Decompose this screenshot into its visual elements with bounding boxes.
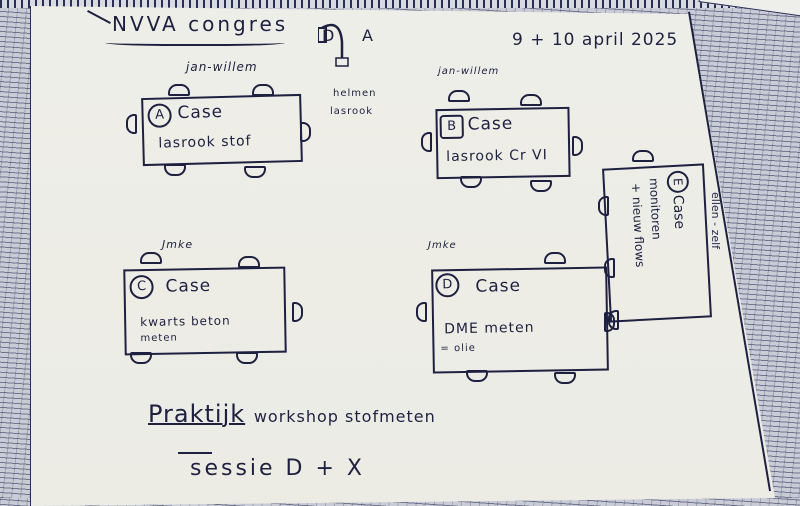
chair-icon xyxy=(544,252,566,264)
case-description-sub: = olie xyxy=(440,342,476,355)
case-label: Case xyxy=(467,113,514,135)
chair-icon xyxy=(448,90,470,102)
chair-icon xyxy=(520,94,542,106)
event-date: 9 + 10 april 2025 xyxy=(512,30,679,50)
table-letter-c: C xyxy=(129,274,154,300)
chair-icon xyxy=(164,164,186,176)
sketch-caption-1: helmen xyxy=(333,88,377,99)
host-label-c: Jmke xyxy=(162,238,194,251)
host-label-e: ellen - zelf xyxy=(709,192,722,250)
table-letter-a: A xyxy=(147,103,172,128)
chair-icon xyxy=(292,302,303,322)
chair-icon xyxy=(126,114,137,134)
case-description: lasrook stof xyxy=(158,133,252,152)
case-label: Case xyxy=(165,275,212,297)
chair-icon xyxy=(604,258,615,278)
chair-icon xyxy=(140,252,162,264)
title-underline xyxy=(105,38,285,46)
case-description: lasrook Cr VI xyxy=(446,147,548,165)
table-letter-b: B xyxy=(439,114,464,140)
chair-icon xyxy=(236,352,258,364)
host-label-b: jan-willem xyxy=(438,66,500,77)
sketch-caption-2: lasrook xyxy=(330,106,374,117)
chair-icon xyxy=(421,132,432,152)
chair-icon xyxy=(572,136,583,156)
case-label: Case xyxy=(669,194,688,230)
page-title: NVVA congres xyxy=(112,12,289,36)
chair-icon xyxy=(608,310,619,330)
chair-icon xyxy=(632,150,654,162)
table-d: D Case DME meten = olie xyxy=(431,266,609,374)
host-label-a: jan-willem xyxy=(186,60,258,74)
chair-icon xyxy=(300,122,311,142)
chair-icon xyxy=(238,256,260,268)
case-description-sub: meten xyxy=(140,332,178,345)
case-description: DME meten xyxy=(444,319,535,338)
chair-icon xyxy=(460,176,482,188)
table-b: B Case lasrook Cr VI xyxy=(435,106,571,180)
chair-icon xyxy=(244,166,266,178)
background-corner-paper xyxy=(698,0,800,22)
case-description-sub: + nieuw flows xyxy=(628,182,648,268)
microphone-sketch-icon xyxy=(317,22,354,72)
sketch-label-a: A xyxy=(362,26,374,45)
chair-icon xyxy=(416,302,427,322)
chair-icon xyxy=(530,180,552,192)
table-e: E Case monitoren + nieuw flows xyxy=(602,163,712,323)
chair-icon xyxy=(130,352,152,364)
background-top-strip xyxy=(0,0,800,8)
sketch-label-d: D xyxy=(322,26,336,45)
table-letter-e: E xyxy=(666,170,690,194)
case-description: monitoren xyxy=(646,177,664,241)
session-label: sessie D + X xyxy=(190,456,365,481)
case-label: Case xyxy=(475,275,522,297)
workshop-title-rest: workshop stofmeten xyxy=(253,407,436,426)
table-c: C Case kwarts beton meten xyxy=(123,266,287,356)
footer-underline xyxy=(178,452,212,454)
workshop-title: Praktijk workshop stofmeten xyxy=(148,400,436,428)
chair-icon xyxy=(598,196,609,216)
workshop-title-word: Praktijk xyxy=(148,400,246,428)
table-a: A Case lasrook stof xyxy=(141,93,303,167)
table-letter-d: D xyxy=(435,273,460,298)
chair-icon xyxy=(252,84,274,96)
chair-icon xyxy=(168,84,190,96)
case-label: Case xyxy=(177,101,224,124)
chair-icon xyxy=(554,372,576,384)
chair-icon xyxy=(466,370,488,382)
host-label-d: Jmke xyxy=(428,240,457,251)
case-description: kwarts beton xyxy=(140,313,231,330)
